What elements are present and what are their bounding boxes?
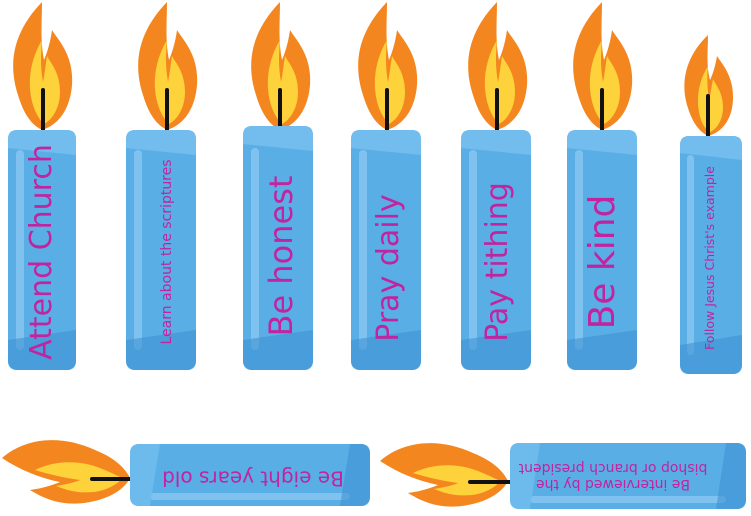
candle-label: Be kind xyxy=(582,194,623,330)
candle-attend-church-graphic xyxy=(8,2,76,370)
candle-label: Be eight years old xyxy=(162,466,344,491)
candle-label: Pay tithing xyxy=(480,182,515,342)
candle-be-interviewed-graphic xyxy=(380,443,746,509)
candle-follow-jesus-graphic xyxy=(680,35,742,374)
candle-be-interviewed: Be interviewed by the bishop or branch p… xyxy=(378,425,751,516)
candle-label: Be honest xyxy=(262,175,300,337)
candle-learn-scriptures: Learn about the scriptures xyxy=(115,0,215,380)
candle-eight-years-old: Be eight years old xyxy=(0,430,380,516)
candle-label-line-2: bishop or branch president xyxy=(518,460,708,476)
candle-attend-church: Attend Church xyxy=(0,0,90,380)
candle-pray-daily-graphic xyxy=(351,2,421,370)
candle-label: Pray daily xyxy=(371,194,406,342)
candle-eight-years-old-graphic xyxy=(2,440,370,506)
candle-label: Attend Church xyxy=(24,144,59,360)
candle-follow-jesus: Follow Jesus Christ's example xyxy=(660,0,751,380)
candle-learn-scriptures-graphic xyxy=(126,2,198,370)
candle-be-honest: Be honest xyxy=(230,0,330,380)
candle-pay-tithing: Pay tithing xyxy=(450,0,550,380)
candle-label: Follow Jesus Christ's example xyxy=(701,166,717,350)
candle-be-honest-graphic xyxy=(243,2,313,370)
candle-label: Be interviewed by the bishop or branch p… xyxy=(519,460,708,492)
candle-label-line-1: Be interviewed by the xyxy=(535,476,691,493)
candle-pay-tithing-graphic xyxy=(461,2,531,370)
candle-label: Learn about the scriptures xyxy=(159,159,175,345)
candle-be-kind: Be kind xyxy=(555,0,655,380)
candle-pray-daily: Pray daily xyxy=(340,0,440,380)
candle-be-kind-graphic xyxy=(567,2,637,370)
